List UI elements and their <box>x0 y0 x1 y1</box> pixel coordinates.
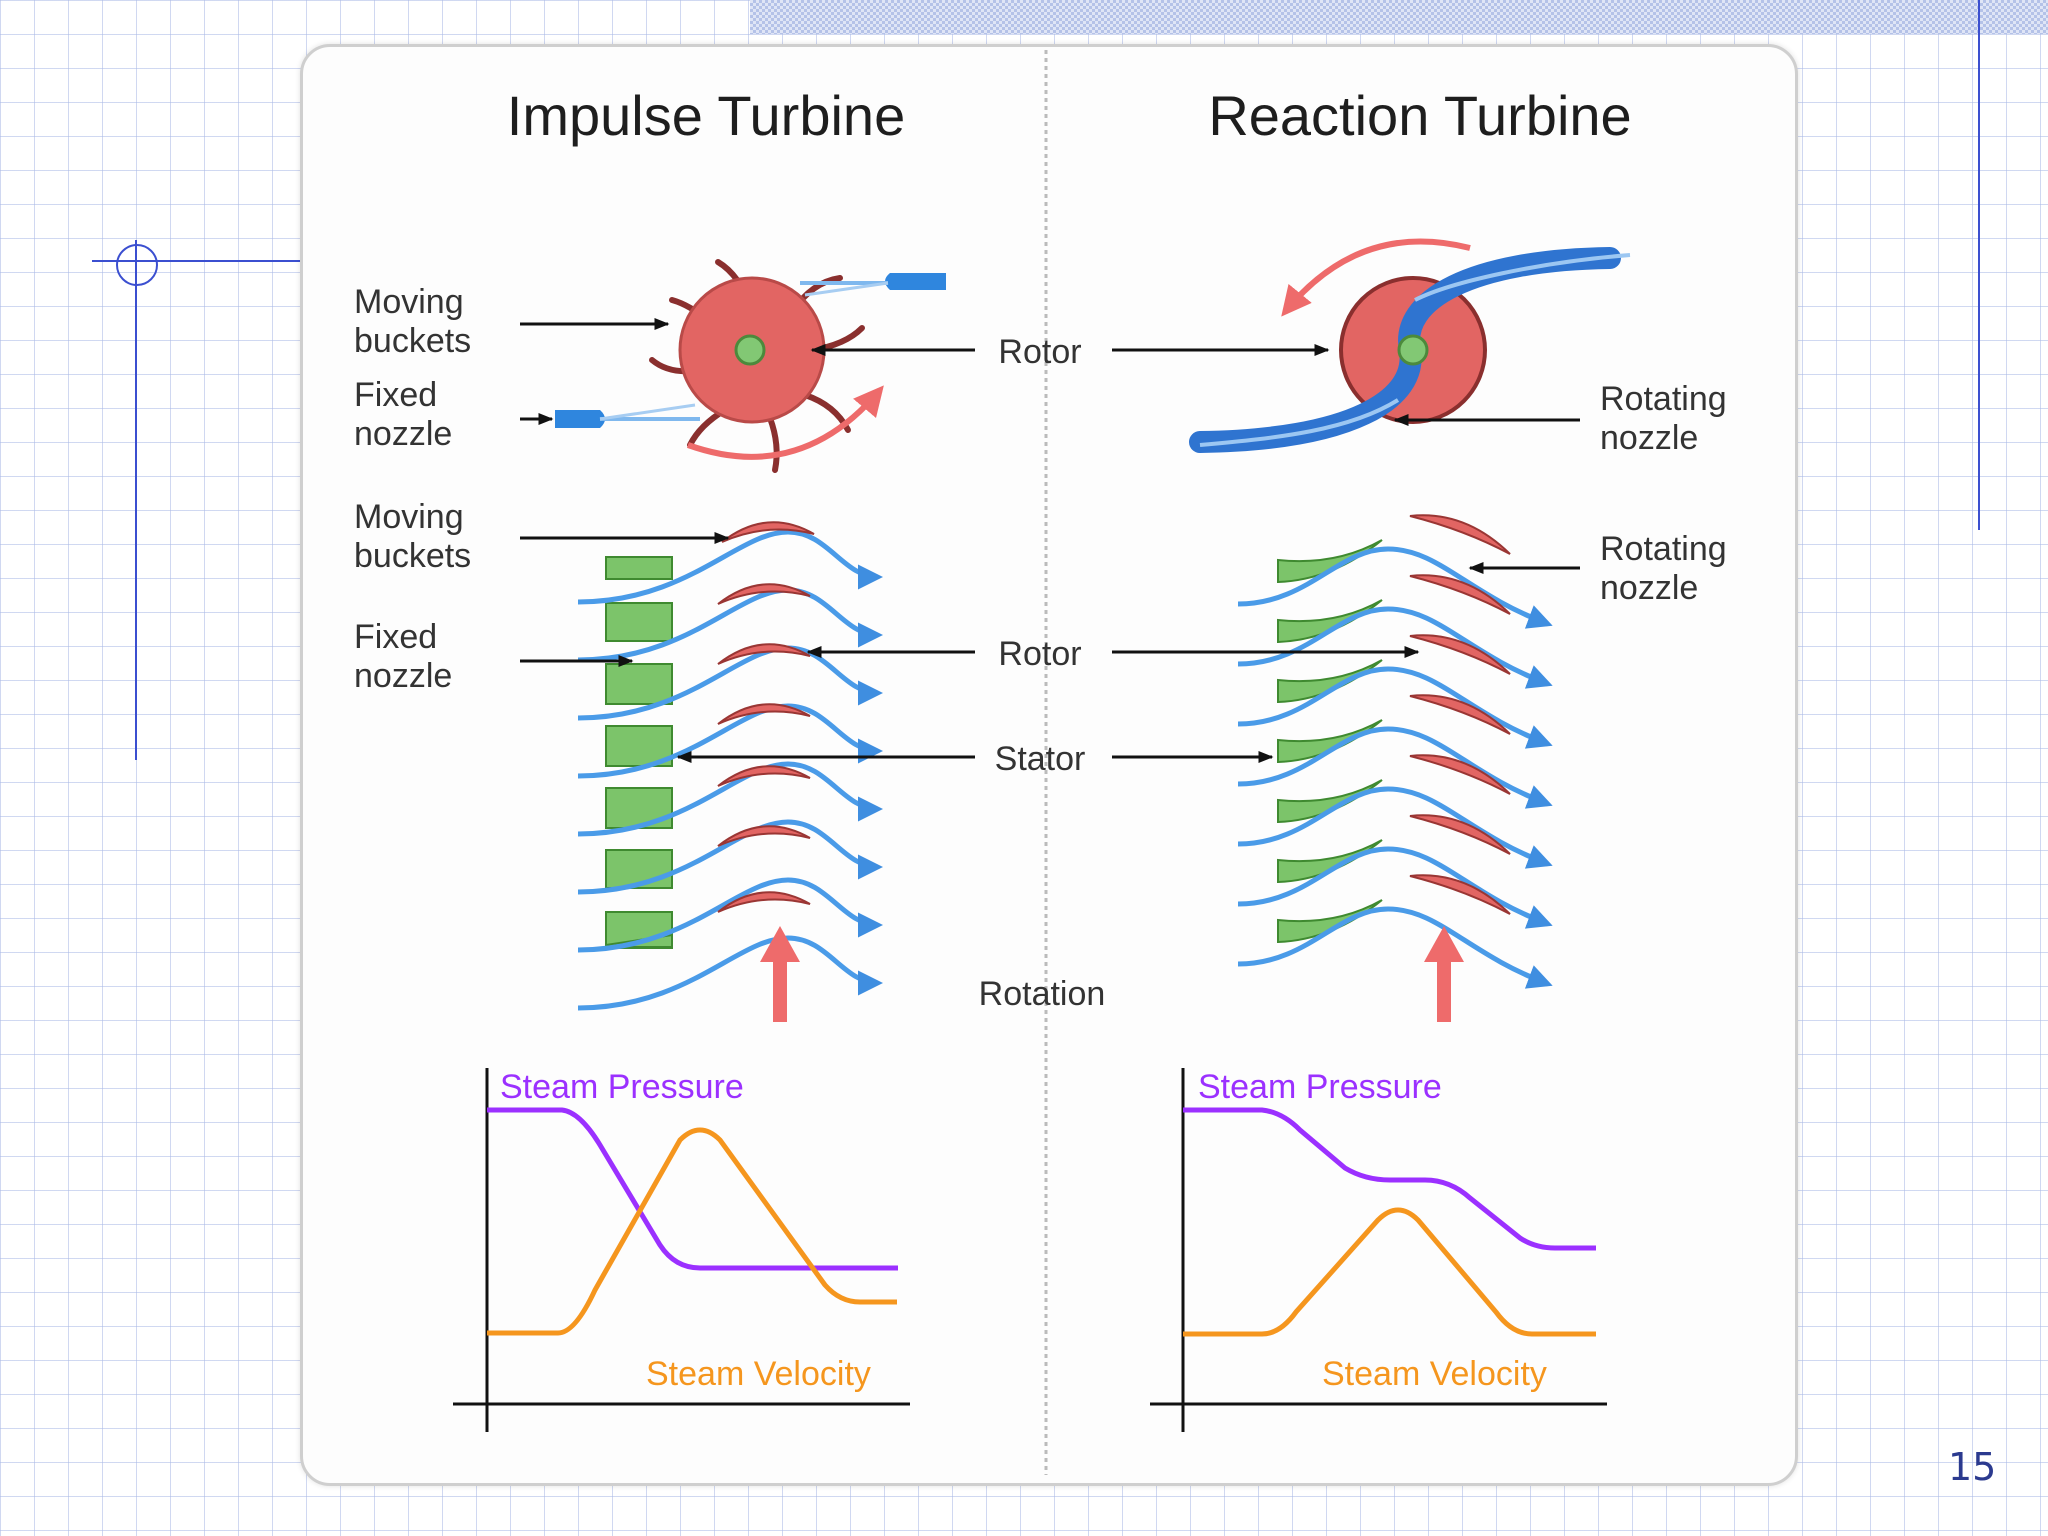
impulse-nozzle-jets <box>555 273 946 428</box>
reaction-label-rotating-2: Rotating <box>1600 530 1727 568</box>
impulse-graph: Steam Pressure Steam Velocity <box>453 1068 910 1432</box>
reaction-pressure-label: Steam Pressure <box>1198 1068 1442 1106</box>
impulse-title: Impulse Turbine <box>507 84 905 147</box>
rotation-label: Rotation <box>979 975 1106 1013</box>
impulse-velocity-label: Steam Velocity <box>646 1355 871 1393</box>
impulse-rotor-wheel <box>649 259 865 473</box>
decor-line-horizontal <box>92 260 302 262</box>
impulse-label-moving: Moving <box>354 283 464 321</box>
reaction-label-nozzle: nozzle <box>1600 419 1698 457</box>
decor-line-vertical <box>135 240 137 760</box>
reaction-velocity-label: Steam Velocity <box>1322 1355 1547 1393</box>
impulse-label-nozzle: nozzle <box>354 415 452 453</box>
rotor-label-mid: Rotor <box>998 635 1081 673</box>
impulse-moving-buckets <box>717 521 815 913</box>
decor-circle-icon <box>116 244 158 286</box>
impulse-velocity-curve <box>487 1127 897 1336</box>
reaction-pressure-curve <box>1183 1107 1596 1251</box>
impulse-label-buckets: buckets <box>354 322 471 360</box>
decor-line-right <box>1978 0 1980 530</box>
impulse-label-fixed-2: Fixed <box>354 618 437 656</box>
stator-label: Stator <box>995 740 1086 778</box>
rotor-label-top: Rotor <box>998 333 1081 371</box>
rotation-arrows <box>760 926 1464 1022</box>
reaction-graph: Steam Pressure Steam Velocity <box>1150 1068 1607 1432</box>
reaction-rotation-arrow <box>1281 238 1471 317</box>
impulse-label-nozzle-2: nozzle <box>354 657 452 695</box>
reaction-label-nozzle-2: nozzle <box>1600 569 1698 607</box>
page-number: 15 <box>1948 1445 1997 1489</box>
reaction-rotor-wheel <box>1189 247 1631 453</box>
impulse-pressure-label: Steam Pressure <box>500 1068 744 1106</box>
impulse-label-moving-2: Moving <box>354 498 464 536</box>
impulse-stator-blocks <box>605 556 673 949</box>
impulse-pressure-curve <box>487 1107 898 1271</box>
impulse-label-buckets-2: buckets <box>354 537 471 575</box>
header-pattern <box>750 0 2048 34</box>
impulse-rotation-arrow <box>686 385 884 460</box>
reaction-label-rotating: Rotating <box>1600 380 1727 418</box>
reaction-stator-blades <box>1277 539 1383 943</box>
reaction-velocity-curve <box>1183 1207 1596 1337</box>
reaction-title: Reaction Turbine <box>1208 84 1631 147</box>
impulse-label-fixed: Fixed <box>354 376 437 414</box>
reaction-flow-lines <box>1238 549 1548 984</box>
